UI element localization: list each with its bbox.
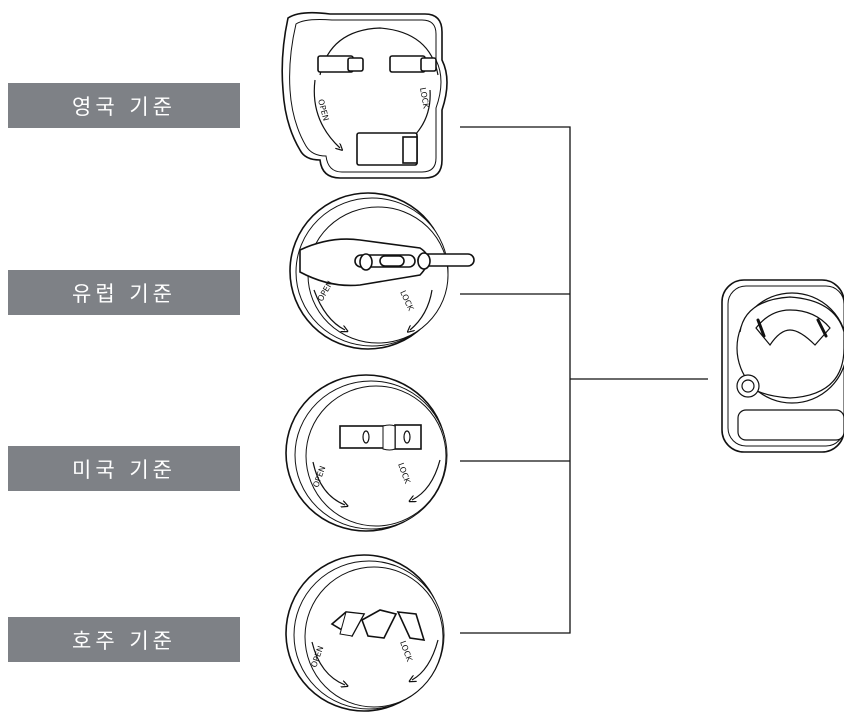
power-adapter-base-icon bbox=[721, 279, 844, 453]
us-plug-adapter-icon: OPEN LOCK bbox=[285, 374, 448, 532]
label-uk-standard: 영국 기준 bbox=[8, 83, 240, 128]
eu-plug-adapter-icon: OPEN LOCK bbox=[289, 192, 475, 350]
uk-lock-marking: LOCK bbox=[418, 87, 431, 110]
label-au-standard: 호주 기준 bbox=[8, 617, 240, 662]
uk-plug-adapter-icon: OPEN LOCK bbox=[281, 11, 448, 179]
label-eu-standard: 유럽 기준 bbox=[8, 270, 240, 315]
connector-lines bbox=[460, 126, 708, 634]
label-us-standard: 미국 기준 bbox=[8, 446, 240, 491]
au-plug-adapter-icon: OPEN LOCK bbox=[285, 554, 445, 712]
